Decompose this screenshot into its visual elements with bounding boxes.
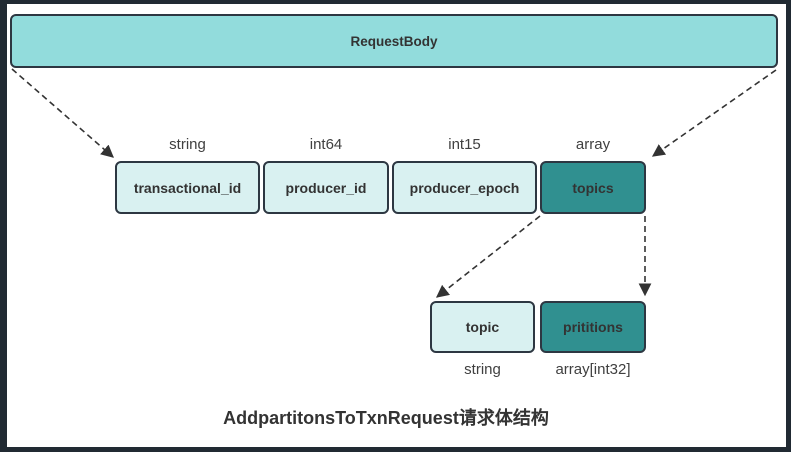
node-requestbody: RequestBody bbox=[10, 14, 778, 68]
field-type-label-prititions: array[int32] bbox=[555, 361, 631, 378]
diagram-canvas bbox=[7, 4, 786, 447]
node-prititions-label: prititions bbox=[563, 319, 623, 335]
field-type-label-topic: string bbox=[464, 361, 501, 378]
node-transactional-id: transactional_id bbox=[115, 161, 260, 214]
node-producer-id-label: producer_id bbox=[285, 179, 367, 196]
node-prititions: prititions bbox=[540, 301, 646, 353]
node-producer-id: producer_id bbox=[263, 161, 389, 214]
field-type-label-producer-epoch: int15 bbox=[448, 136, 481, 153]
requestbody-label: RequestBody bbox=[350, 33, 438, 49]
node-producer-epoch: producer_epoch bbox=[392, 161, 537, 214]
diagram-title: AddpartitonsToTxnRequest请求体结构 bbox=[223, 408, 549, 428]
node-topic: topic bbox=[430, 301, 535, 353]
node-topics: topics bbox=[540, 161, 646, 214]
field-type-label-producer-id: int64 bbox=[309, 136, 343, 153]
node-topic-label: topic bbox=[465, 319, 500, 335]
field-type-label-transactional-id: string bbox=[169, 136, 206, 153]
node-producer-epoch-label: producer_epoch bbox=[409, 179, 520, 196]
node-topics-label: topics bbox=[572, 179, 614, 196]
node-transactional-id-label: transactional_id bbox=[133, 179, 242, 196]
field-type-label-topics: array bbox=[575, 136, 611, 153]
